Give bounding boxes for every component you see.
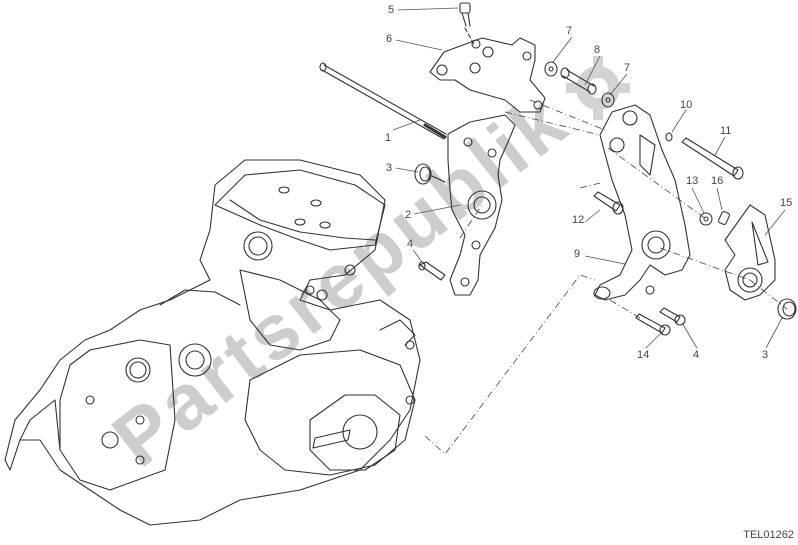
callout-3a: 3	[386, 162, 393, 174]
callout-3b: 3	[762, 349, 769, 361]
assembly-lines	[424, 99, 788, 455]
part-4-screw-b	[659, 307, 686, 326]
part-7-washer-b	[601, 92, 615, 108]
callout-16: 16	[711, 175, 724, 187]
callout-7b: 7	[624, 62, 631, 74]
callout-8: 8	[594, 44, 601, 56]
callout-15: 15	[780, 197, 793, 209]
part-7-washer-a	[544, 61, 558, 77]
engine-drawing	[4, 159, 421, 526]
part-13-nut	[699, 212, 713, 226]
part-11-bolt	[681, 137, 744, 180]
callout-4a: 4	[407, 238, 414, 250]
callout-4b: 4	[693, 349, 700, 361]
callout-12: 12	[572, 214, 585, 226]
part-1-bolt	[319, 62, 447, 140]
callout-11: 11	[720, 125, 732, 137]
part-9-hanger	[593, 104, 691, 301]
part-6-bracket	[429, 37, 546, 113]
part-16-pin	[717, 210, 731, 226]
part-2-hanger	[447, 114, 516, 296]
callout-10: 10	[680, 99, 693, 111]
callout-14: 14	[637, 349, 650, 361]
callout-7a: 7	[566, 25, 573, 37]
part-12-bolt	[593, 191, 624, 215]
callout-2: 2	[405, 209, 412, 221]
part-10-washer	[665, 132, 673, 142]
callout-1: 1	[385, 132, 392, 144]
part-14-screw	[635, 313, 671, 336]
callout-6: 6	[386, 33, 393, 45]
callout-13: 13	[686, 175, 699, 187]
part-3-plug-b	[777, 298, 797, 320]
callout-5: 5	[388, 4, 395, 16]
svg-text:Partsrepublik: Partsrepublik	[96, 75, 584, 483]
part-8-spacer	[560, 67, 597, 95]
callout-9: 9	[574, 248, 581, 260]
drawing-code: TEL01262	[743, 529, 794, 541]
part-3-plug-a	[414, 163, 446, 185]
watermark: Partsrepublik	[96, 56, 630, 483]
part-5-screw	[459, 2, 476, 47]
part-15-heel-guard	[724, 204, 776, 301]
leader-lines	[392, 7, 786, 349]
